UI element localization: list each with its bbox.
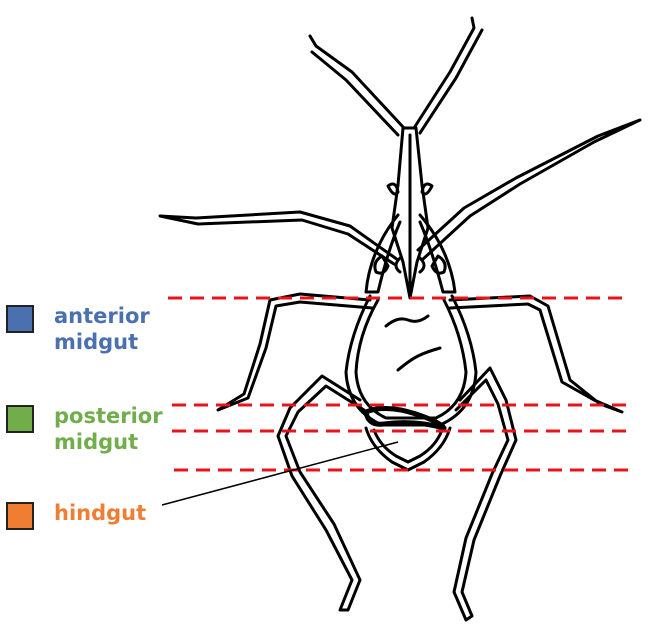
coxae-right [430,254,447,275]
right-midleg [448,294,624,414]
anterior-midgut-swatch [6,305,34,333]
left-antenna-inner [310,50,400,137]
right-hindleg [452,366,518,622]
right-foreleg [416,118,642,262]
legend-item-hindgut: hindgut [6,500,146,530]
hindgut-swatch [6,502,34,530]
anterior-midgut-squiggle-1 [384,314,430,328]
left-foreleg [158,210,400,266]
thorax [364,213,402,294]
posterior-midgut-swatch [6,405,34,433]
abdomen [364,426,452,472]
right-antenna [412,16,476,130]
left-hindleg [276,374,366,612]
abdomen-inner [372,428,444,464]
insect-outline [158,16,642,622]
gut-divider-lines [168,296,628,472]
head [390,126,430,300]
pronotum-inner [354,298,468,420]
posterior-midgut-coil [363,406,447,431]
left-eye [386,182,400,196]
anterior-midgut-label: anterior midgut [54,304,150,354]
legend-item-anterior-midgut: anterior midgut [6,303,150,355]
left-antenna [308,34,406,130]
right-antenna-inner [418,28,484,135]
posterior-midgut-label: posterior midgut [54,404,163,454]
anterior-midgut-squiggle-2 [396,346,442,372]
hindgut-label: hindgut [54,501,147,525]
right-eye [420,182,434,196]
hindgut-pointer-line [161,441,399,506]
legend-item-posterior-midgut: posterior midgut [6,403,163,455]
coxae-left [373,254,390,275]
thorax-right [418,213,457,294]
